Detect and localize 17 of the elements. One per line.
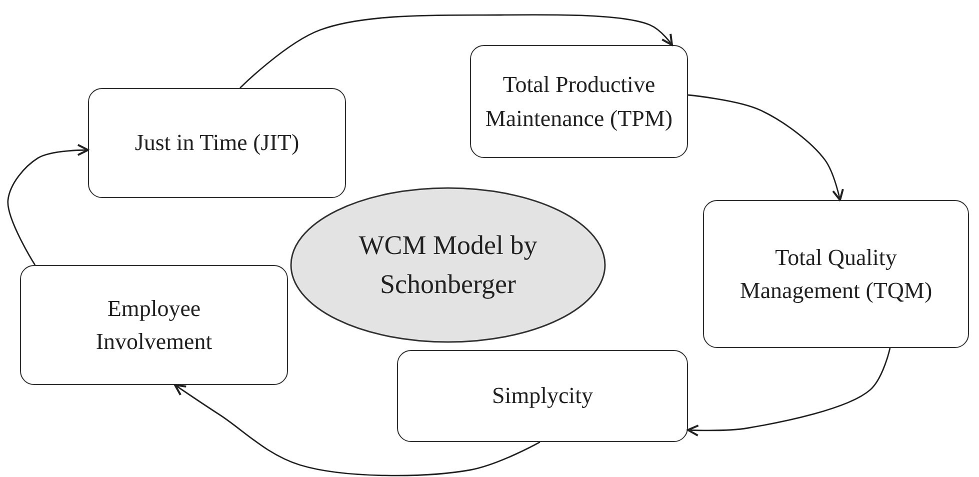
process-box	[88, 88, 346, 198]
central-ellipse	[290, 187, 606, 343]
node-label: Just in Time (JIT)	[134, 129, 300, 158]
node-label: Total Productive Maintenance (TPM)	[484, 71, 674, 133]
node-label: Employee Involvement	[94, 294, 214, 356]
node-label: Total Quality Management (TQM)	[738, 244, 934, 305]
process-box	[703, 200, 969, 348]
process-box	[20, 265, 288, 385]
arrow	[7, 144, 89, 266]
arrow	[240, 14, 673, 88]
arrow	[687, 348, 891, 437]
arrow	[174, 384, 540, 476]
node-label: WCM Model by Schonberger	[358, 228, 538, 301]
process-box	[397, 350, 688, 442]
node-label: Simplycity	[491, 382, 594, 410]
process-box	[470, 45, 688, 158]
arrow	[688, 94, 844, 201]
